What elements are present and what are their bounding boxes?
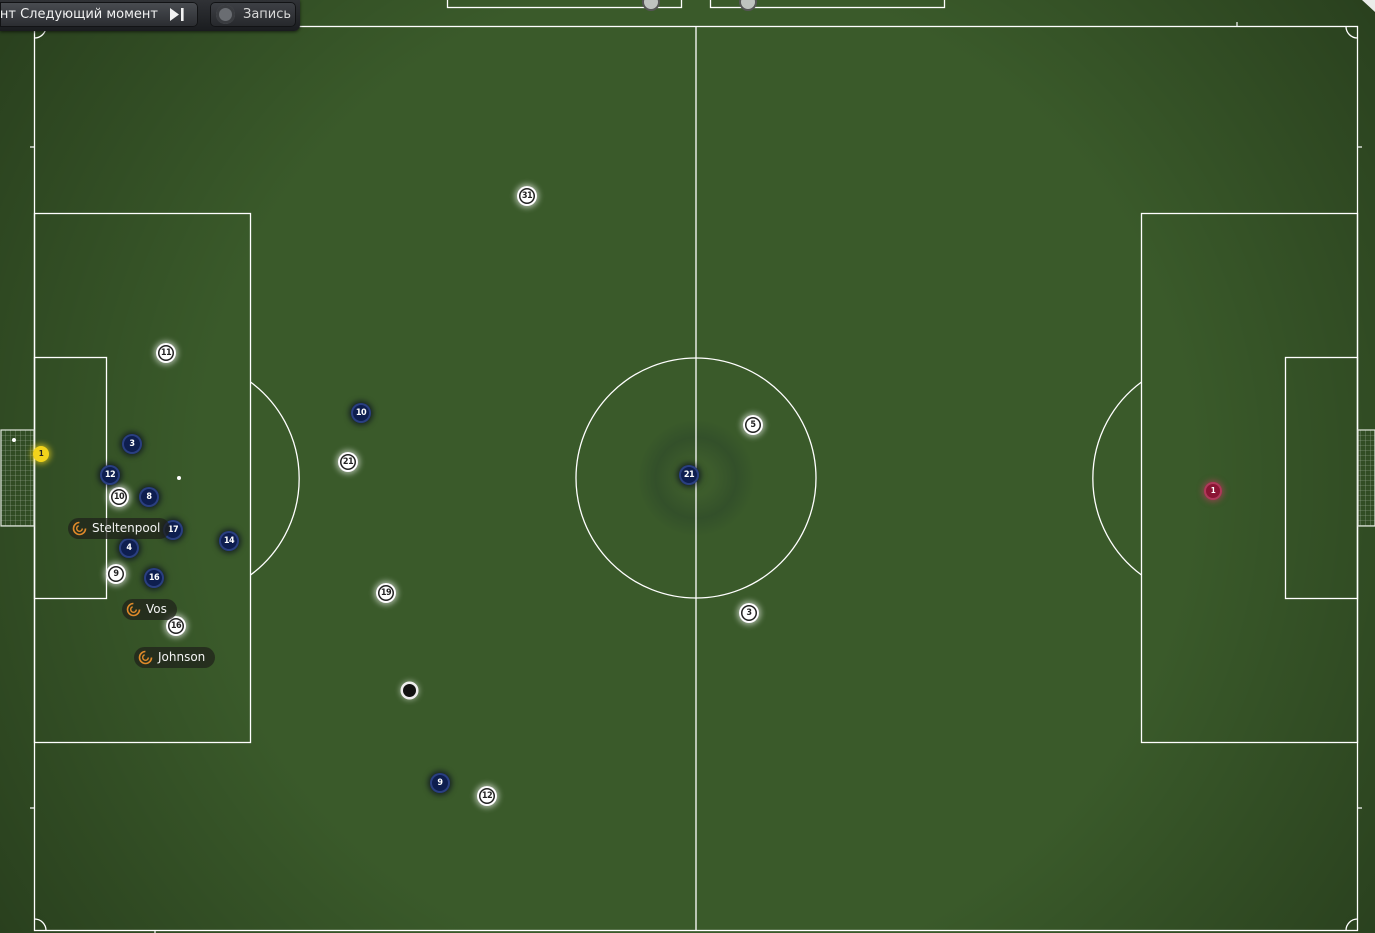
ball: [402, 683, 416, 697]
marker-dot: [12, 438, 16, 442]
player-away-keeper[interactable]: 1: [1204, 482, 1222, 500]
player-away[interactable]: 19: [376, 583, 396, 603]
record-button[interactable]: Запись: [210, 2, 296, 27]
player-away[interactable]: 16: [166, 616, 186, 636]
player-home[interactable]: 10: [351, 403, 371, 423]
player-home[interactable]: 16: [144, 568, 164, 588]
camera-markers: [642, 0, 1375, 12]
player-home[interactable]: 3: [122, 434, 142, 454]
player-away[interactable]: 31: [517, 186, 537, 206]
player-name: Steltenpool: [92, 521, 161, 535]
player-home[interactable]: 4: [119, 538, 139, 558]
next-moment-button[interactable]: ент Следующий момент: [0, 2, 198, 27]
player-away[interactable]: 21: [338, 452, 358, 472]
player-name-tag[interactable]: Johnson: [134, 647, 216, 668]
spiral-icon: [72, 521, 87, 536]
player-home[interactable]: 14: [219, 531, 239, 551]
player-away[interactable]: 11: [156, 343, 176, 363]
spiral-icon: [126, 602, 141, 617]
player-home[interactable]: 12: [100, 465, 120, 485]
player-away[interactable]: 9: [106, 564, 126, 584]
player-away[interactable]: 5: [743, 415, 763, 435]
player-away[interactable]: 12: [477, 786, 497, 806]
player-home[interactable]: 21: [679, 465, 699, 485]
next-moment-label: ент Следующий момент: [0, 7, 158, 22]
spiral-icon: [138, 650, 153, 665]
left-goal: [0, 429, 35, 527]
player-name-tag[interactable]: Vos: [122, 599, 177, 620]
play-next-icon: [170, 8, 184, 21]
player-name: Vos: [146, 602, 167, 616]
player-name: Johnson: [158, 650, 206, 664]
player-name-tag[interactable]: Steltenpool: [68, 518, 171, 539]
player-home[interactable]: 9: [430, 773, 450, 793]
player-away[interactable]: 10: [109, 487, 129, 507]
player-home[interactable]: 8: [139, 487, 159, 507]
right-goal: [1357, 429, 1375, 527]
player-away[interactable]: 3: [739, 603, 759, 623]
player-home-keeper[interactable]: 1: [33, 446, 49, 462]
record-icon: [216, 5, 235, 24]
record-label: Запись: [243, 7, 292, 22]
replay-toolbar: ент Следующий момент Запись: [0, 0, 300, 31]
marker-dot: [177, 476, 181, 480]
